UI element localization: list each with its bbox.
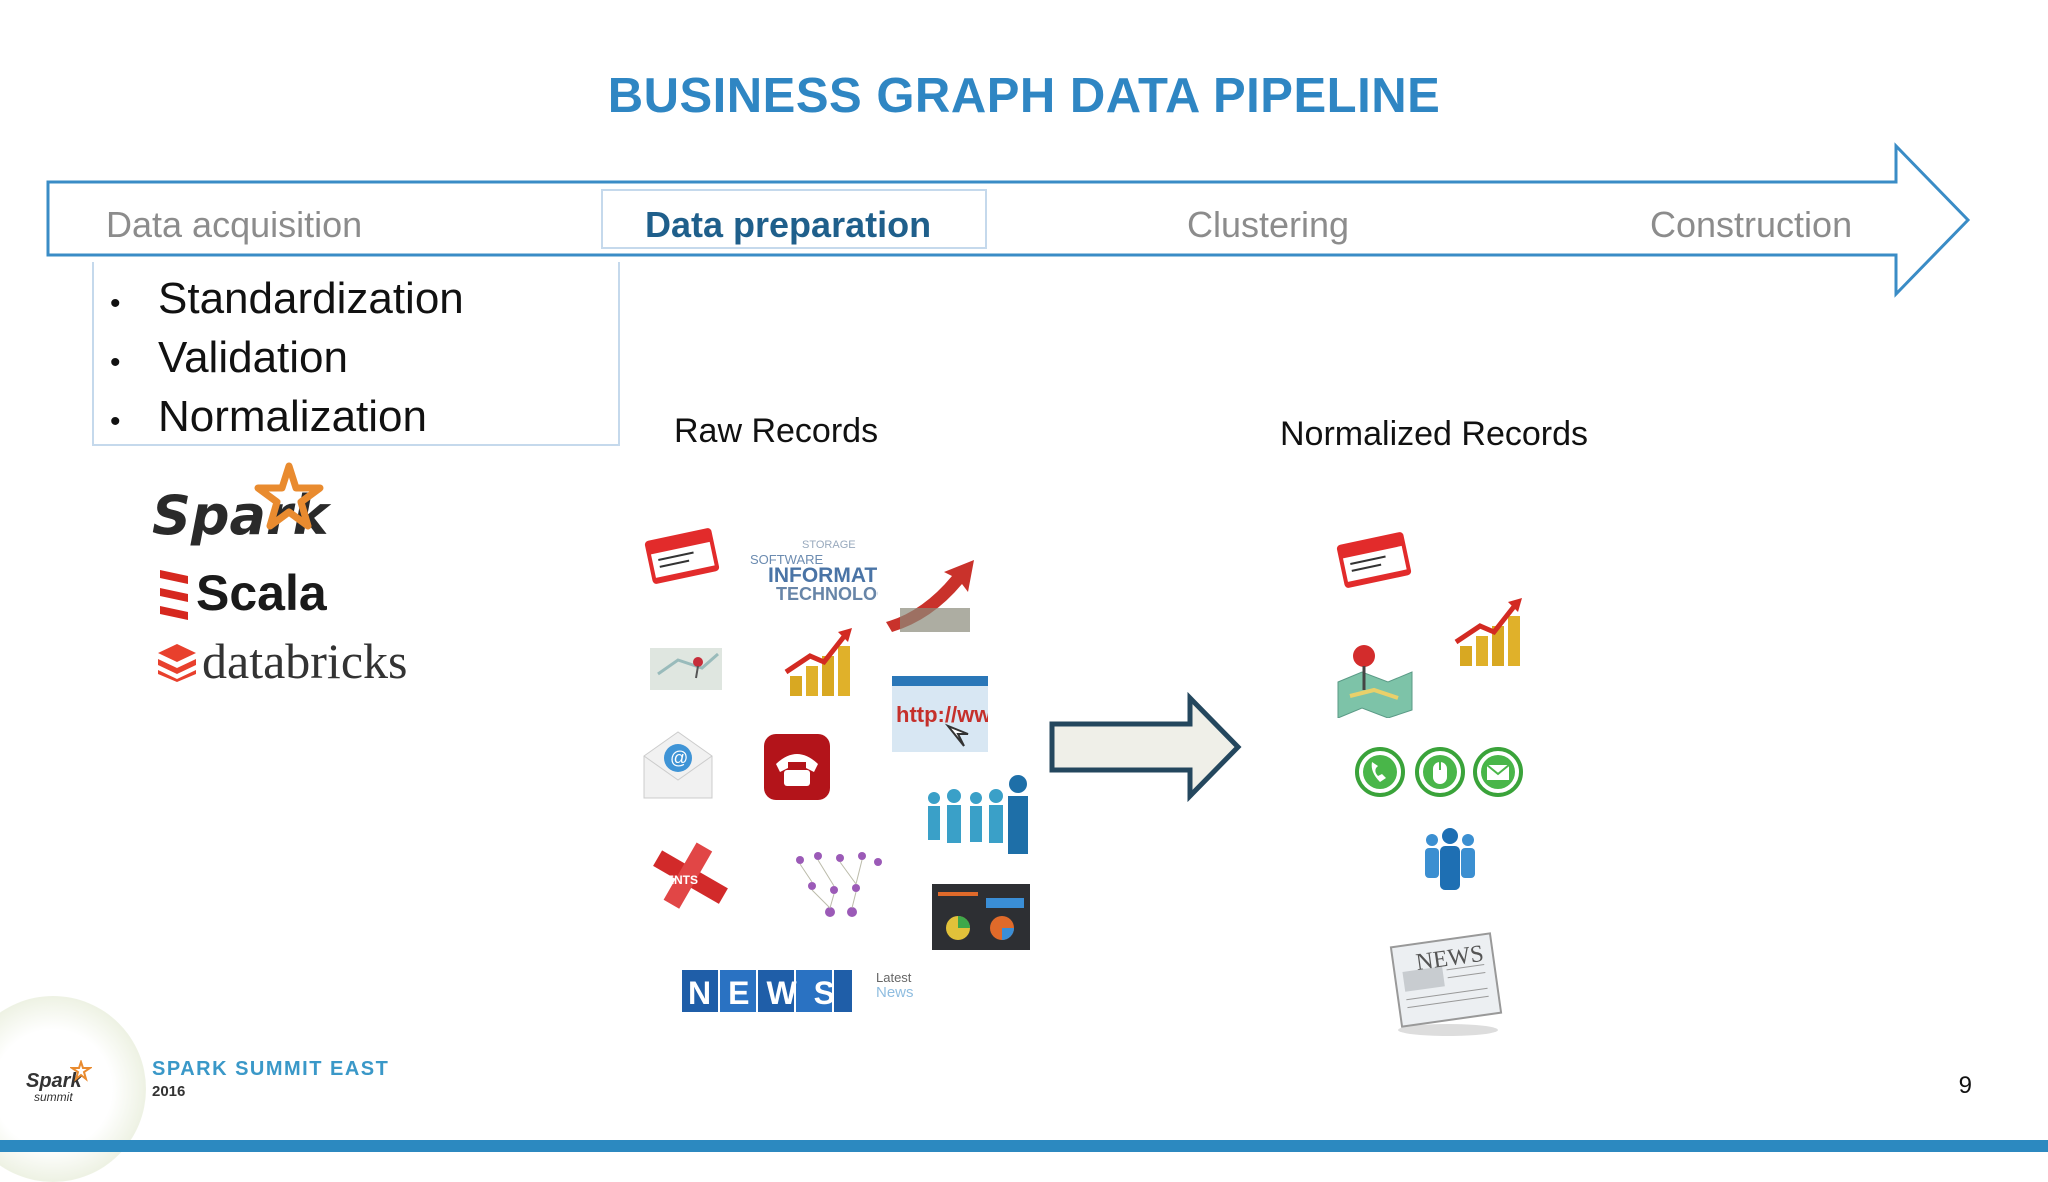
news-cubes-icon: NEWS: [682, 966, 854, 1016]
bottom-bar: [0, 1140, 2048, 1152]
raw-records-label: Raw Records: [674, 412, 879, 450]
network-people-icon: [790, 846, 886, 927]
scala-icon: [160, 570, 188, 620]
events-news-blocks-icon: EVENTS: [642, 838, 738, 923]
preparation-steps-list: •Standardization •Validation •Normalizat…: [110, 272, 464, 449]
name-tag-icon: [644, 528, 720, 589]
svg-text:STORAGE: STORAGE: [802, 539, 856, 551]
telephone-icon: [764, 734, 830, 805]
coin-chart-icon: [780, 620, 860, 705]
name-tag-icon: [1336, 532, 1412, 593]
svg-text:INFORMATION: INFORMATION: [768, 564, 878, 587]
svg-text:NEWS: NEWS: [688, 975, 852, 1011]
latest-news-label: Latest News: [876, 970, 914, 1001]
stage-data-acquisition: Data acquisition: [106, 204, 363, 245]
url-link-icon: http://www: [892, 676, 1009, 757]
active-stage-frame: [601, 189, 987, 249]
svg-text:TECHNOLOGY: TECHNOLOGY: [776, 584, 878, 604]
dashboard-icon: [932, 884, 1030, 955]
page-number: 9: [1958, 1072, 1972, 1099]
pipeline-arrow-shape: [46, 142, 1971, 298]
coin-chart-icon: [1450, 590, 1530, 675]
growth-arrow-icon: [882, 552, 982, 641]
preparation-steps-box: •Standardization •Validation •Normalizat…: [92, 262, 620, 446]
stage-data-preparation: Data preparation: [645, 204, 932, 245]
list-item: •Validation: [110, 333, 348, 382]
stage-clustering: Clustering: [1187, 204, 1350, 245]
word-cloud-icon: SOFTWARE INFORMATION TECHNOLOGY STORAGE: [748, 526, 915, 610]
event-year: 2016: [152, 1083, 186, 1100]
team-icon: [924, 774, 1036, 865]
map-pin-icon: [648, 644, 724, 699]
spark-logo: Spark: [152, 462, 352, 552]
databricks-icon: [158, 644, 196, 682]
normalized-records-label: Normalized Records: [1280, 415, 1588, 453]
pipeline-arrow: [46, 142, 1971, 298]
svg-text:SOFTWARE: SOFTWARE: [750, 552, 824, 567]
mouse-circle-icon: [1414, 746, 1466, 803]
newspaper-icon: NEWS: [1386, 930, 1508, 1043]
spark-star-icon: [70, 1060, 92, 1082]
email-icon: @: [640, 728, 716, 807]
event-name: SPARK SUMMIT EAST: [152, 1058, 390, 1080]
list-item: •Standardization: [110, 274, 464, 323]
stage-construction: Construction: [1650, 204, 1853, 245]
people-icon: [1420, 826, 1480, 899]
phone-circle-icon: [1354, 746, 1406, 803]
mail-circle-icon: [1472, 746, 1524, 803]
transform-arrow-icon: [1049, 692, 1242, 802]
spark-summit-logo: Spark summit: [26, 1060, 96, 1106]
svg-text:http://www: http://www: [896, 702, 988, 727]
map-pin-icon: [1334, 642, 1416, 723]
svg-text:EVENTS: EVENTS: [650, 873, 698, 887]
svg-text:@: @: [670, 748, 688, 768]
list-item: •Normalization: [110, 392, 427, 441]
slide-title: BUSINESS GRAPH DATA PIPELINE: [607, 69, 1441, 123]
spark-star-icon: [254, 462, 324, 530]
scala-logo: Scala: [156, 564, 396, 624]
databricks-logo: databricks: [156, 632, 456, 692]
